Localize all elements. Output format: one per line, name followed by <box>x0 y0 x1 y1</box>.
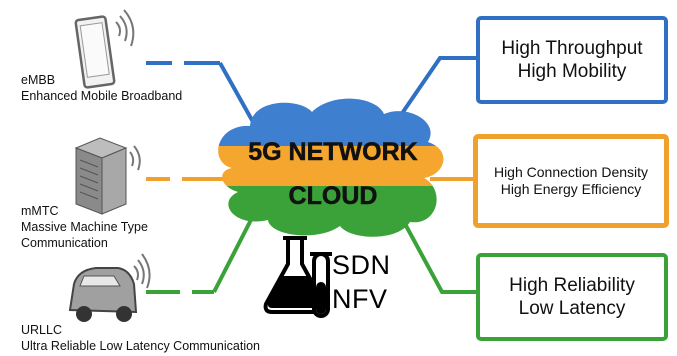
requirement-top-line1: High Throughput <box>501 37 643 59</box>
embb-label: eMBB Enhanced Mobile Broadband <box>21 72 182 104</box>
requirement-bottom-line1: High Reliability <box>509 274 635 296</box>
urllc-connector <box>146 213 256 294</box>
embb-name: Enhanced Mobile Broadband <box>21 89 183 103</box>
mmtc-label: mMTC Massive Machine Type Communication <box>21 203 148 251</box>
embb-abbr: eMBB <box>21 73 56 87</box>
lab-flask-icon <box>263 236 332 318</box>
cloud-title-line1: 5G NETWORK <box>248 138 417 166</box>
technology-nfv: NFV <box>332 284 388 314</box>
cloud-title-line2: CLOUD <box>289 182 378 210</box>
technology-sdn: SDN <box>332 250 391 280</box>
requirement-box-middle: High Connection Density High Energy Effi… <box>473 134 669 228</box>
requirement-middle-line2: High Energy Efficiency <box>500 181 642 197</box>
urllc-label: URLLC Ultra Reliable Low Latency Communi… <box>21 322 260 354</box>
mmtc-name-line1: Massive Machine Type <box>21 220 148 234</box>
requirement-bottom-line2: Low Latency <box>518 298 626 319</box>
requirement-middle-line1: High Connection Density <box>493 163 649 180</box>
network-cloud: 5G NETWORK CLOUD <box>218 98 444 237</box>
mmtc-abbr: mMTC <box>21 204 59 218</box>
server-icon <box>74 137 141 215</box>
requirement-box-top: High Throughput High Mobility <box>476 16 668 104</box>
requirement-box-bottom: High Reliability Low Latency <box>476 253 668 341</box>
smartphone-icon <box>74 9 135 89</box>
car-icon <box>68 253 151 322</box>
urllc-abbr: URLLC <box>21 323 62 337</box>
mmtc-name-line2: Communication <box>21 236 108 250</box>
embb-requirement-connector <box>390 56 478 130</box>
requirement-top-line2: High Mobility <box>517 61 627 82</box>
urllc-requirement-connector <box>402 221 478 294</box>
urllc-name: Ultra Reliable Low Latency Communication <box>21 339 261 353</box>
